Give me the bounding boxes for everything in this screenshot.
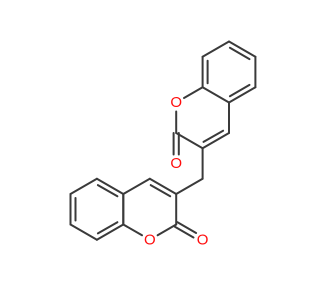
bond [122, 223, 143, 237]
bond [176, 221, 198, 234]
bond [202, 129, 225, 143]
bond [69, 223, 98, 241]
bond [228, 40, 257, 58]
bond [156, 223, 178, 237]
molecule-structure: O O O O [69, 40, 257, 248]
bond [122, 177, 151, 195]
bond [96, 221, 119, 235]
bond [201, 132, 230, 150]
bond [69, 177, 98, 195]
bond [228, 83, 251, 98]
bond [201, 40, 230, 58]
oxygen-atom-carbonyl-top: O [170, 155, 182, 172]
oxygen-atom-carbonyl-bottom: O [197, 231, 209, 248]
bond [149, 184, 172, 198]
bond [96, 184, 119, 198]
oxygen-atom-ring-top: O [170, 94, 182, 111]
bond [201, 86, 230, 104]
bond [95, 223, 125, 241]
bond [183, 86, 204, 99]
bond [228, 86, 257, 104]
bond [173, 225, 195, 239]
oxygen-atom-ring-bottom: O [144, 231, 156, 248]
bond [175, 177, 204, 195]
bond [228, 46, 251, 61]
bond [95, 177, 125, 195]
bond [175, 132, 204, 150]
bond [148, 177, 178, 195]
